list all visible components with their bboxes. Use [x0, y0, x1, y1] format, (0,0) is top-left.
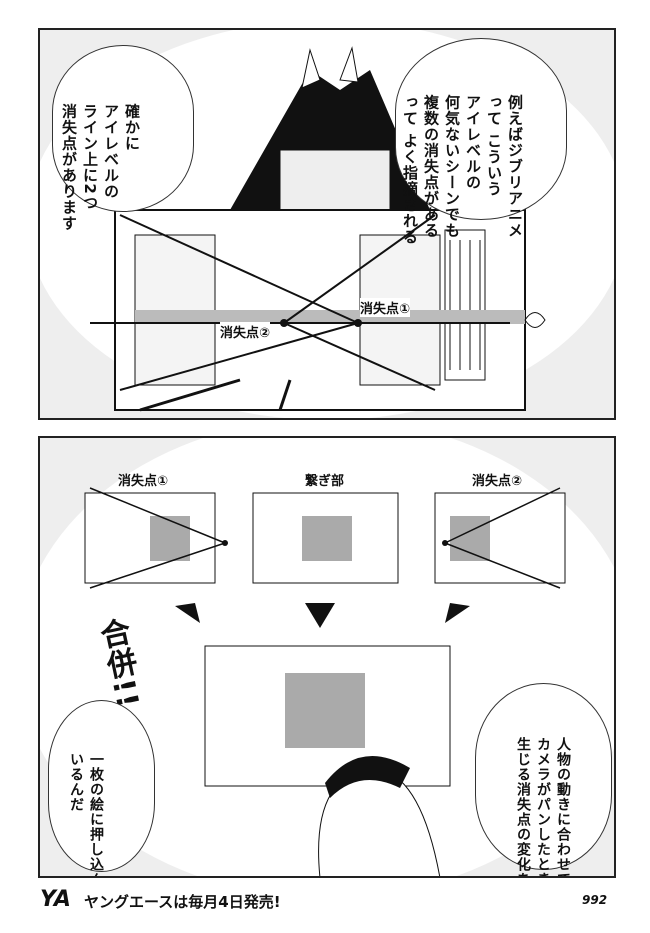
vanishing-point-2-label: 消失点② — [472, 474, 523, 489]
vanishing-point-1-label: 消失点① — [360, 298, 411, 317]
junction-label: 繋ぎ部 — [305, 474, 345, 489]
page-number: 992 — [582, 893, 608, 907]
speech-text: 例えばジブリアニメ って こういう アイレベルの 何気ないシーンでも 複数の消失… — [401, 94, 524, 245]
speech-bubble-left: 一枚の絵に押し込んで いるんだ — [48, 700, 155, 876]
vanishing-point-2-label: 消失点② — [220, 322, 271, 341]
footer: YA ヤングエースは毎月4日発売! 992 — [0, 885, 650, 915]
speech-text: 人物の動きに合わせて カメラがパンしたとき 生じる消失点の変化を — [515, 737, 571, 878]
speech-bubble-right: 例えばジブリアニメ って こういう アイレベルの 何気ないシーンでも 複数の消失… — [395, 38, 567, 245]
speech-text: 確かに アイレベルの ライン上に2つ 消失点があります — [60, 103, 141, 232]
top-panel: 例えばジブリアニメ って こういう アイレベルの 何気ないシーンでも 複数の消失… — [38, 28, 616, 420]
speech-bubble-right: 人物の動きに合わせて カメラがパンしたとき 生じる消失点の変化を — [475, 683, 612, 876]
vanishing-point-1-label: 消失点① — [118, 474, 169, 489]
speech-bubble-left: 確かに アイレベルの ライン上に2つ 消失点があります — [52, 45, 194, 231]
bottom-panel: 消失点① 繋ぎ部 消失点② 合併!! 人物の動きに合わせて カメラがパンしたとき… — [38, 436, 616, 878]
down-arrows — [175, 603, 470, 628]
magazine-logo: YA — [40, 887, 71, 912]
eye-icon — [524, 312, 546, 328]
release-info: ヤングエースは毎月4日発売! — [84, 893, 281, 911]
speech-text: 一枚の絵に押し込んで いるんだ — [68, 752, 104, 878]
merge-diagram — [40, 438, 614, 876]
